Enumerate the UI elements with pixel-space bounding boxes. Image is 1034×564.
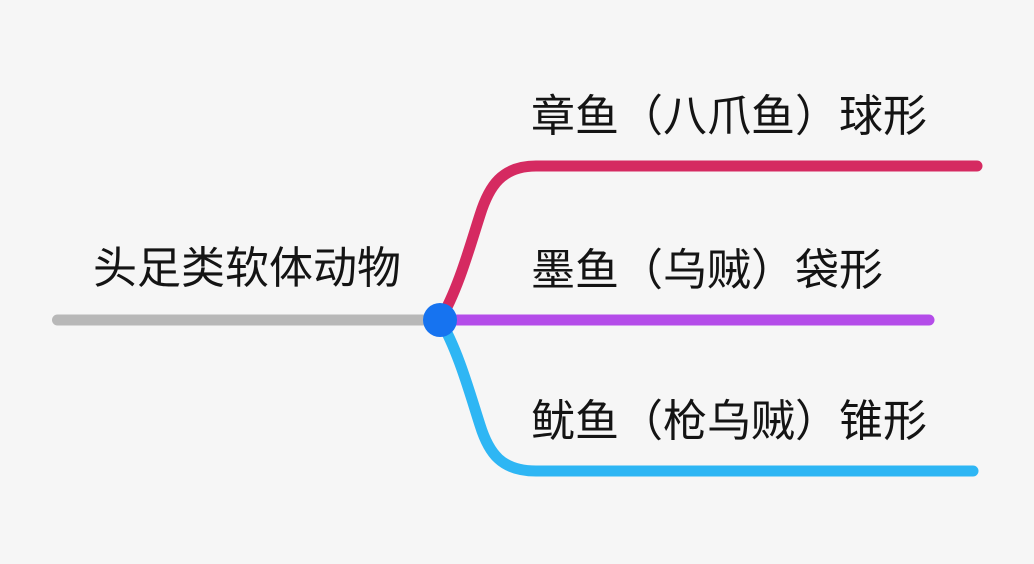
branch-label-octopus[interactable]: 章鱼（八爪鱼）球形 bbox=[531, 92, 927, 141]
branch-connector-squid bbox=[434, 314, 979, 477]
branch-label-cuttlefish[interactable]: 墨鱼（乌贼）袋形 bbox=[531, 246, 883, 295]
branch-label-squid[interactable]: 鱿鱼（枪乌贼）锥形 bbox=[531, 397, 927, 446]
root-node-dot[interactable] bbox=[423, 303, 457, 337]
branch-connector-octopus bbox=[434, 160, 983, 326]
root-node-label[interactable]: 头足类软体动物 bbox=[93, 244, 401, 293]
